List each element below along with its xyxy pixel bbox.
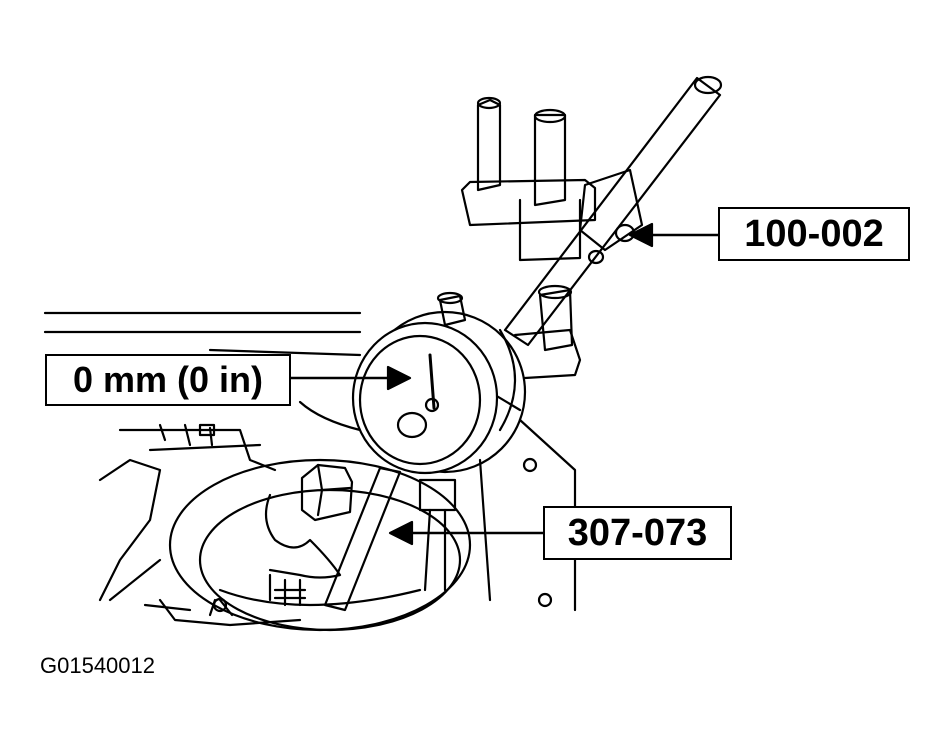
leader-arrows (289, 222, 720, 546)
callout-tool-307-073: 307-073 (543, 506, 732, 560)
plunger-rod (323, 466, 457, 612)
bolt (264, 463, 354, 607)
figure-id: G01540012 (40, 653, 155, 678)
callout-tool-100-002: 100-002 (718, 207, 910, 261)
dial-indicator (351, 291, 527, 475)
cylinder-bore (168, 458, 472, 632)
callout-zero-reading: 0 mm (0 in) (45, 354, 291, 406)
indicator-arm (503, 75, 723, 347)
